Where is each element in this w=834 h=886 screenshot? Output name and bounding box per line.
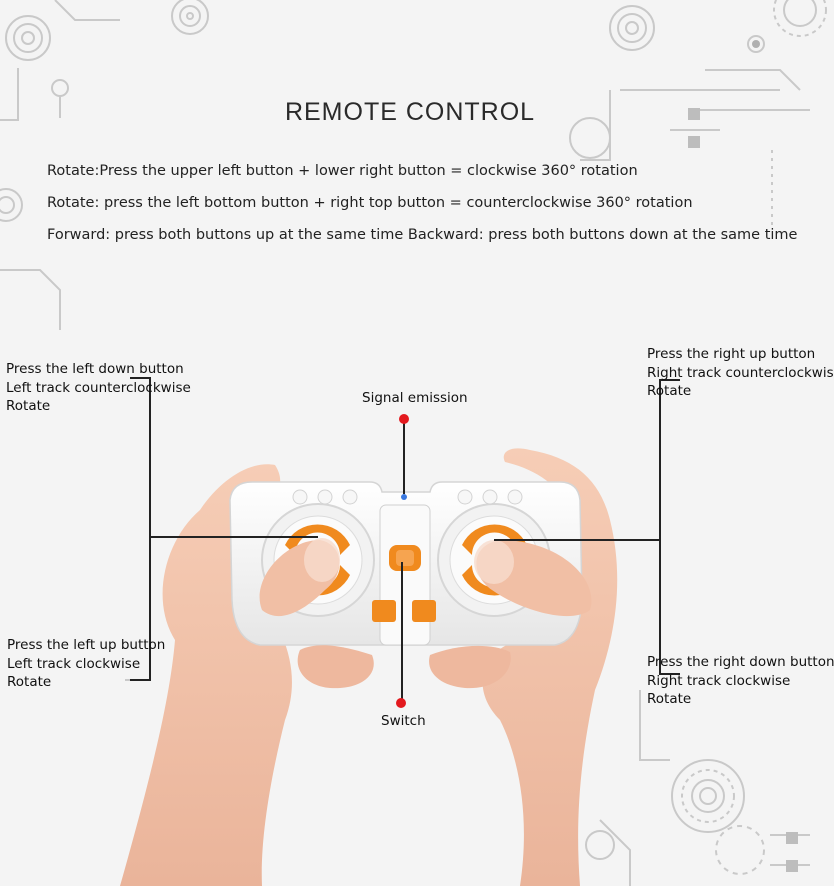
callout-right-down-line1: Press the right down button [647, 654, 834, 670]
callout-right-down-line3: Rotate [647, 691, 692, 707]
instruction-clockwise: Rotate:Press the upper left button + low… [47, 163, 638, 179]
callout-right-up-line2: Right track counterclockwise [647, 364, 834, 381]
orange-button-right [412, 600, 436, 622]
signal-led [401, 494, 407, 500]
callout-left-up-line2: Left track clockwise [7, 655, 141, 672]
callout-right-up: Press the right up button Right track co… [647, 345, 834, 401]
callout-right-down-line2: Right track clockwise [647, 672, 791, 689]
page-title: REMOTE CONTROL [284, 98, 536, 126]
callout-left-down-line3: Rotate [6, 398, 51, 414]
orange-button-left [372, 600, 396, 622]
callout-right-up-line3: Rotate [647, 383, 692, 399]
callout-left-down: Press the left down button Left track co… [6, 360, 191, 416]
signal-marker [399, 414, 409, 424]
right-hand [482, 448, 618, 886]
left-dial [285, 524, 350, 555]
switch-marker [396, 698, 406, 708]
callout-right-bracket [659, 379, 680, 675]
callout-left-up: Press the left up button Left track cloc… [7, 636, 165, 692]
switch-label: Switch [381, 713, 426, 729]
callout-right-up-line1: Press the right up button [647, 346, 816, 362]
callout-left-down-line2: Left track counterclockwise [6, 379, 191, 396]
callout-left-up-line1: Press the left up button [7, 637, 166, 653]
signal-emission-label: Signal emission [362, 390, 468, 406]
right-dial [462, 524, 527, 555]
callout-left-down-line1: Press the left down button [6, 361, 184, 377]
callout-left-up-line3: Rotate [7, 674, 52, 690]
instruction-forward-backward: Forward: press both buttons up at the sa… [47, 227, 798, 243]
callout-left-bracket [130, 377, 151, 681]
instruction-counterclockwise: Rotate: press the left bottom button + r… [47, 195, 693, 211]
callout-right-down: Press the right down button Right track … [647, 653, 834, 709]
